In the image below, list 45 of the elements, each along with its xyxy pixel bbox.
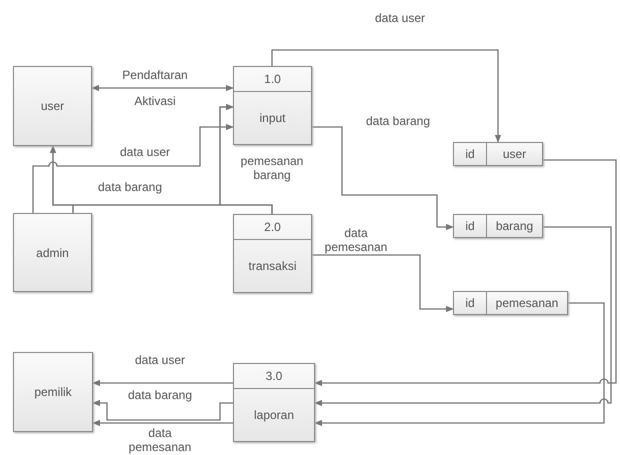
process-box — [233, 363, 315, 442]
process-box — [233, 214, 312, 293]
edge-label: data barang — [364, 114, 432, 128]
store-name: barang — [496, 219, 534, 233]
data-flow-arrow — [32, 124, 234, 213]
edge-label: Pendaftaran — [121, 68, 189, 82]
store-name: user — [502, 147, 526, 161]
edge-label: data user — [134, 353, 186, 367]
store-id: id — [465, 147, 475, 161]
edge-label: data barang — [126, 388, 194, 402]
process-name: transaksi — [248, 259, 297, 273]
entity-name: pemilik — [34, 385, 72, 399]
process-name: laporan — [254, 408, 294, 422]
external-entity-box — [13, 352, 93, 432]
flow-label: Aktivasi — [133, 94, 177, 108]
data-flow-arrow — [314, 226, 612, 406]
process-number: 3.0 — [266, 369, 282, 383]
data-flow-arrow — [312, 254, 454, 312]
data-store — [453, 142, 543, 166]
process-number: 1.0 — [264, 72, 281, 86]
store-id: id — [465, 219, 475, 233]
entity-name: admin — [36, 246, 69, 260]
data-flow-arrow — [50, 145, 273, 214]
edge-label: data barang — [96, 180, 164, 194]
data-flow-arrow — [91, 84, 234, 92]
store-id: id — [465, 296, 475, 310]
entity-name: user — [40, 99, 64, 113]
data-flow-arrow — [92, 420, 233, 426]
data-flow-arrow — [92, 400, 233, 421]
process-box — [233, 66, 312, 145]
external-entity-box — [13, 66, 92, 146]
data-flow-arrow — [92, 380, 233, 386]
store-name: pemesanan — [496, 296, 558, 310]
process-name: input — [259, 111, 286, 125]
data-store — [453, 291, 568, 315]
data-store — [453, 214, 543, 238]
edge-label: data user — [118, 145, 172, 159]
edge-label: data user — [374, 11, 426, 25]
data-flow-arrow — [271, 49, 502, 143]
data-flow-arrow — [312, 126, 454, 230]
process-number: 2.0 — [264, 220, 281, 234]
data-flow-arrow — [314, 159, 617, 386]
external-entity-box — [13, 213, 92, 292]
data-flow-arrow — [314, 302, 605, 426]
data-flow-arrow — [72, 104, 234, 213]
